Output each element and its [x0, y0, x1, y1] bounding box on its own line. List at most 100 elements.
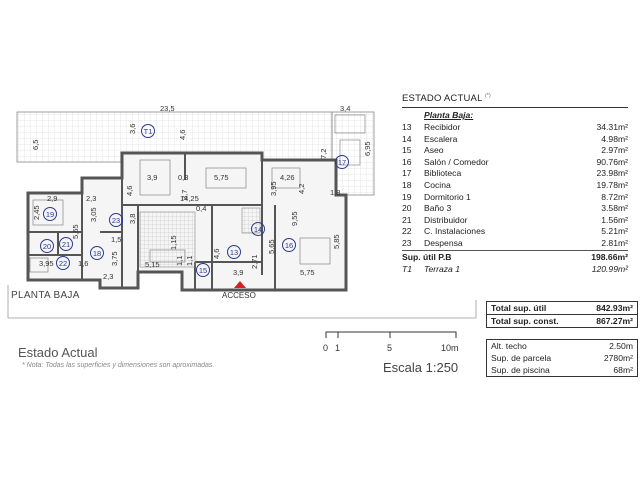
room-num: 15: [402, 145, 412, 156]
room-marker-22: 22: [56, 256, 70, 270]
room-marker-20: 20: [40, 239, 54, 253]
total-const-label: Total sup. const.: [491, 316, 559, 326]
dim-label: 2,71: [250, 254, 259, 269]
access-label: ACCESO: [222, 291, 256, 300]
room-row: 22 C. Instalaciones 5.21m²: [402, 226, 628, 238]
dim-label: 5,75: [214, 173, 229, 182]
scale-ticks: 0 1 5 10m: [323, 343, 459, 353]
room-num: 17: [402, 168, 412, 179]
dim-label: 1,15: [169, 235, 178, 250]
dim-label: 3,9: [147, 173, 157, 182]
room-name: Cocina: [424, 179, 451, 190]
room-marker-17: 17: [335, 155, 349, 169]
room-area: 3.58m²: [601, 203, 628, 214]
room-marker-label: 17: [338, 158, 346, 167]
room-num: 22: [402, 226, 412, 237]
piscina-value: 68m²: [613, 365, 633, 375]
sup-util-row: Sup. útil P.B 198.66m²: [402, 252, 628, 264]
room-area: 19.78m²: [596, 179, 628, 190]
room-num: 14: [402, 133, 412, 144]
params-box: Alt. techo 2.50m Sup. de parcela 2780m² …: [486, 339, 638, 377]
room-num: 16: [402, 156, 412, 167]
page-title: Estado Actual: [18, 345, 98, 360]
dim-label: 1,1: [185, 256, 194, 266]
room-num: 20: [402, 203, 412, 214]
room-name: Recibidor: [424, 121, 461, 132]
dim-label: 3,6: [128, 124, 137, 134]
dim-label: 9,55: [290, 211, 299, 226]
room-num: 13: [402, 121, 412, 132]
alt-techo-row: Alt. techo 2.50m: [487, 340, 637, 352]
room-marker-t1: T1: [141, 124, 155, 138]
dim-label: 4,2: [297, 184, 306, 194]
room-markers: T1 17 19 23 14 20 21 18 13 16 22 15: [40, 124, 349, 277]
room-marker-16: 16: [282, 238, 296, 252]
room-area: 8.72m²: [601, 191, 628, 202]
room-area: 1.56m²: [601, 214, 628, 225]
terrace-name: Terraza 1: [424, 264, 460, 275]
dim-label: 4,6: [212, 249, 221, 259]
room-num: 18: [402, 179, 412, 190]
schedule-title: ESTADO ACTUAL (*): [402, 93, 628, 104]
dim-label: 3,95: [269, 181, 278, 196]
dim-label: 14,25: [180, 194, 199, 203]
room-marker-18: 18: [90, 246, 104, 260]
room-row: 15 Aseo 2.97m²: [402, 144, 628, 156]
dim-label: 2,45: [32, 205, 41, 220]
room-area: 2.81m²: [601, 237, 628, 248]
room-num: 21: [402, 214, 412, 225]
room-marker-21: 21: [59, 237, 73, 251]
room-row: 18 Cocina 19.78m²: [402, 179, 628, 191]
room-marker-label: 19: [46, 210, 54, 219]
alt-techo-label: Alt. techo: [491, 341, 527, 351]
terrace-right: [331, 111, 375, 196]
terrace-num: T1: [402, 264, 413, 275]
room-name: Baño 3: [424, 203, 452, 214]
dim-label: 3,95: [39, 259, 54, 268]
dim-label: 3,9: [233, 268, 243, 277]
room-area: 23.98m²: [596, 168, 628, 179]
dim-label: 2,3: [86, 194, 96, 203]
room-marker-23: 23: [109, 213, 123, 227]
access-arrow: [234, 281, 246, 288]
dim-label: 7,2: [319, 149, 328, 159]
sup-util-label: Sup. útil P.B: [402, 252, 452, 263]
scale-label: Escala 1:250: [383, 360, 459, 375]
room-marker-label: 16: [285, 241, 293, 250]
room-marker-19: 19: [43, 207, 57, 221]
room-area: 5.21m²: [601, 226, 628, 237]
dim-label: 2,3: [103, 272, 113, 281]
total-util-label: Total sup. útil: [491, 303, 547, 313]
room-area: 2.97m²: [601, 145, 628, 156]
parcela-value: 2780m²: [603, 353, 633, 363]
room-marker-label: 14: [254, 225, 262, 234]
dim-label: 1,5: [111, 235, 121, 244]
dim-label: 6,95: [363, 141, 372, 156]
dim-label: 4,6: [178, 130, 187, 140]
room-area: 90.76m²: [596, 156, 628, 167]
total-const-value: 867.27m²: [596, 316, 633, 326]
dim-label: 5,65: [267, 239, 276, 254]
scale-tick: 5: [387, 343, 392, 353]
room-name: Aseo: [424, 145, 444, 156]
total-util-value: 842.93m²: [596, 303, 633, 313]
room-marker-label: 13: [230, 248, 238, 257]
dim-label: 1,8: [330, 188, 340, 197]
schedule-title-text: ESTADO ACTUAL: [402, 93, 483, 105]
dimension-labels: 23,5 3,4 3,6 4,6 6,5 7,2 6,95 3,9 0,3 5,…: [31, 104, 372, 281]
schedule-title-note: (*): [485, 93, 491, 99]
room-marker-label: 18: [93, 249, 101, 258]
scale-tick: 10m: [441, 343, 459, 353]
planta-baja-label: PLANTA BAJA: [11, 290, 80, 301]
scale-bar: [325, 331, 457, 338]
room-name: C. Instalaciones: [424, 226, 486, 237]
total-util-row: Total sup. útil 842.93m²: [487, 302, 637, 314]
